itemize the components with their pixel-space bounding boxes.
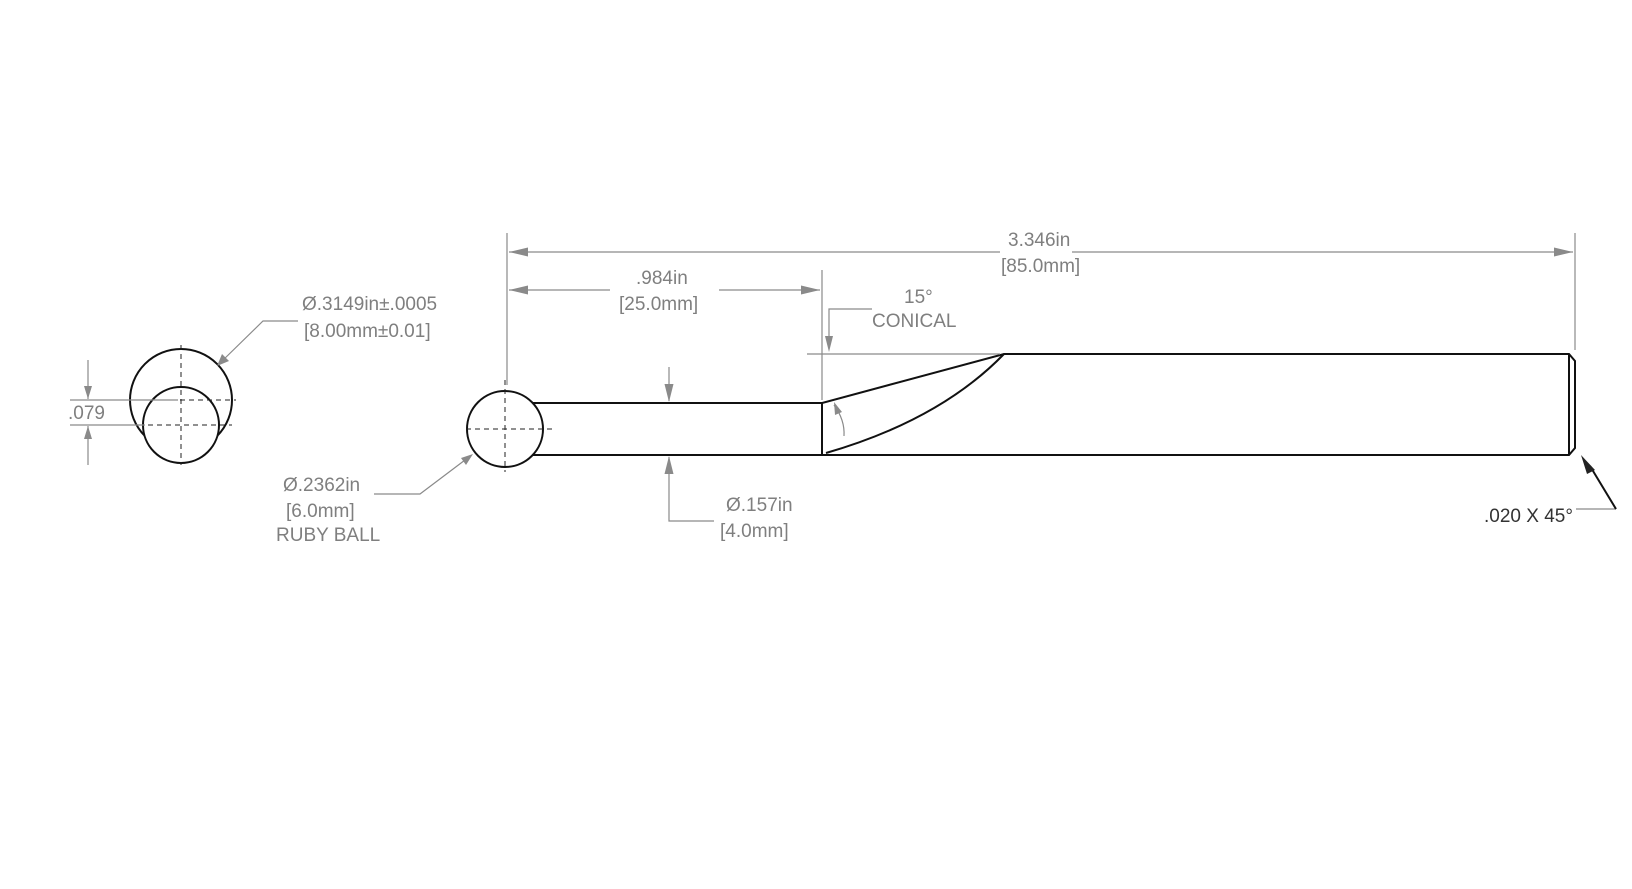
shank-body <box>821 353 1576 456</box>
chamfer-text: .020 X 45° <box>1484 506 1573 527</box>
cone-curve <box>825 353 1005 454</box>
ball-diameter-arrow <box>461 454 473 465</box>
cone-angle-text: 15° <box>904 287 933 308</box>
stem-diameter-dimension: Ø.157in [4.0mm] <box>664 367 793 542</box>
stem-diameter-arrow-top <box>664 384 674 402</box>
ball-note: RUBY BALL <box>276 525 380 546</box>
side-view <box>466 233 1576 472</box>
chamfer-leader <box>1589 465 1617 510</box>
overall-length-inch: 3.346in <box>1008 230 1070 251</box>
end-view-ball-circle <box>142 386 220 464</box>
stem-body <box>533 402 823 456</box>
cone-label-text: CONICAL <box>872 311 956 332</box>
offset-text: .079 <box>68 403 105 424</box>
length-to-cone-mm: [25.0mm] <box>619 294 698 315</box>
ball-diameter-inch: Ø.2362in <box>283 475 360 496</box>
cone-angle-arrow-arc <box>834 402 842 415</box>
length-to-cone-inch: .984in <box>636 268 688 289</box>
overall-length-arrow-left <box>509 247 528 257</box>
end-view-diameter-mm: [8.00mm±0.01] <box>304 321 431 342</box>
length-to-cone-dimension: .984in [25.0mm] <box>509 268 820 315</box>
end-view-diameter-callout: Ø.3149in±.0005 [8.00mm±0.01] <box>217 294 437 366</box>
cone-angle-callout: 15° CONICAL <box>825 287 956 437</box>
end-view-diameter-arrow <box>217 354 229 366</box>
stem-diameter-arrow-bottom <box>664 456 674 474</box>
end-view: .079 Ø.3149in±.0005 [8.00mm±0.01] <box>68 294 437 465</box>
overall-length-arrow-right <box>1554 247 1573 257</box>
offset-dimension: .079 <box>68 360 178 465</box>
stem-diameter-mm: [4.0mm] <box>720 521 789 542</box>
offset-arrow-top <box>84 386 92 399</box>
length-to-cone-arrow-right <box>801 285 820 295</box>
length-to-cone-arrow-left <box>509 285 528 295</box>
ball-diameter-callout: Ø.2362in [6.0mm] RUBY BALL <box>276 454 473 546</box>
chamfer-callout: .020 X 45° <box>1484 455 1617 527</box>
ball-diameter-mm: [6.0mm] <box>286 501 355 522</box>
offset-arrow-bottom <box>84 426 92 439</box>
stem-diameter-inch: Ø.157in <box>726 495 793 516</box>
chamfer-arrow <box>1581 455 1595 474</box>
overall-length-mm: [85.0mm] <box>1001 256 1080 277</box>
cone-angle-arrow-top <box>825 336 833 352</box>
overall-length-dimension: 3.346in [85.0mm] <box>509 230 1573 277</box>
end-view-diameter-inch: Ø.3149in±.0005 <box>302 294 437 315</box>
